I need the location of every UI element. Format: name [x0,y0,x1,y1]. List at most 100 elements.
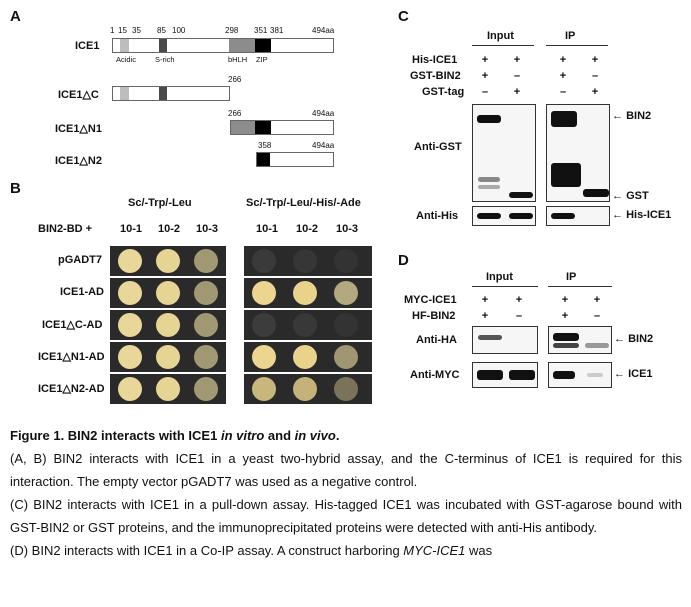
row-label-ice1dn2: ICE1△N2-AD [38,383,105,395]
c-sym: + [559,70,567,82]
row-label-ice1: ICE1-AD [60,286,105,298]
band [551,213,575,219]
c-row2-label: GST-BIN2 [410,70,461,82]
caption-title-prefix: Figure 1. BIN2 interacts with ICE1 [10,428,221,443]
colony [118,281,142,305]
caption-para-d: (D) BIN2 interacts with ICE1 in a Co-IP … [10,539,682,562]
band [509,213,533,219]
caption-para-d-pre: (D) BIN2 interacts with ICE1 in a Co-IP … [10,543,404,558]
colony [334,377,358,401]
colony [293,249,317,273]
c-sym: + [513,86,521,98]
colony [156,249,180,273]
acidic-label: Acidic [116,55,137,64]
dil-2-a: 10-2 [158,223,181,235]
c-sym: + [513,54,521,66]
c-his-marker: ← His-ICE1 [612,209,672,221]
band [478,177,500,182]
dn2-start-tick: 358 [258,141,272,150]
c-input-his-blot [472,206,536,226]
c-ip-his-blot [546,206,610,226]
caption-title-in-vivo: in vivo [294,428,336,443]
band [553,343,579,348]
dil-3-a: 10-3 [196,223,219,235]
srich-label: S-rich [155,55,175,64]
tick-35: 35 [132,26,141,35]
band [553,333,579,341]
tick-381: 381 [270,26,284,35]
colony [252,281,276,305]
dil-1-b: 10-1 [256,223,279,235]
d-input-line [472,286,538,287]
dn1-label: ICE1△N1 [55,123,102,135]
c-ip-gst-blot [546,104,610,202]
colony [293,313,317,337]
zip-domain [255,39,271,52]
d-ip-myc-blot [548,362,612,388]
d-input-myc-blot [472,362,538,388]
panel-b-letter: B [10,180,21,197]
band [477,115,501,123]
dil-1-a: 10-1 [120,223,143,235]
c-bin2-marker: ← BIN2 [612,110,652,122]
d-ice1-label: ICE1 [628,368,653,380]
colony [293,281,317,305]
dn1-bhlh [231,121,255,134]
panel-a-letter: A [10,8,21,25]
c-input-gst-blot [472,104,536,202]
caption-para-ab: (A, B) BIN2 interacts with ICE1 in a yea… [10,451,682,489]
bhlh-label: bHLH [228,55,248,64]
tick-15: 15 [118,26,127,35]
band [551,111,577,127]
colony [334,345,358,369]
d-row1-label: MYC-ICE1 [404,294,457,306]
d-sym: – [515,310,523,322]
dn1-zip [255,121,271,134]
c-bin2-label: BIN2 [626,110,652,122]
dn1-end-tick: 494aa [312,109,335,118]
ice1-bar [112,38,334,53]
dc-label: ICE1△C [58,89,99,101]
d-sym: + [481,294,489,306]
row-label-ice1dn1: ICE1△N1-AD [38,351,105,363]
colony [118,377,142,401]
acidic-domain [120,39,129,52]
c-sym: – [513,70,521,82]
panel-d-letter: D [398,252,409,269]
tick-494: 494aa [312,26,335,35]
band [478,185,500,189]
c-input-line [472,45,534,46]
c-row3-label: GST-tag [422,86,465,98]
colony [293,377,317,401]
caption-para-c: (C) BIN2 interacts with ICE1 in a pull-d… [10,497,682,535]
band [587,373,603,377]
row-label-pgadt7: pGADT7 [58,254,102,266]
c-row1-label: His-ICE1 [412,54,458,66]
c-input-label: Input [487,30,514,42]
caption-title-end: . [335,428,340,443]
colony [118,345,142,369]
d-sym: + [561,294,569,306]
c-sym: + [481,70,489,82]
dil-2-b: 10-2 [296,223,319,235]
c-sym: – [591,70,599,82]
colony [156,345,180,369]
c-sym: + [591,86,599,98]
c-anti-gst-label: Anti-GST [414,141,462,153]
row-label-ice1dc: ICE1△C-AD [42,319,103,331]
caption-para-d-post: was [465,543,493,558]
dn2-end-tick: 494aa [312,141,335,150]
band [478,335,502,340]
c-sym: + [481,54,489,66]
colony [118,313,142,337]
d-ice1-marker: ← ICE1 [614,368,653,380]
c-anti-his-label: Anti-His [416,210,459,222]
colony [252,345,276,369]
tick-351: 351 [254,26,268,35]
colony [194,281,218,305]
colony [252,313,276,337]
d-sym: + [593,294,601,306]
bait-label: BIN2-BD + [38,223,93,235]
colony [252,377,276,401]
colony [118,249,142,273]
